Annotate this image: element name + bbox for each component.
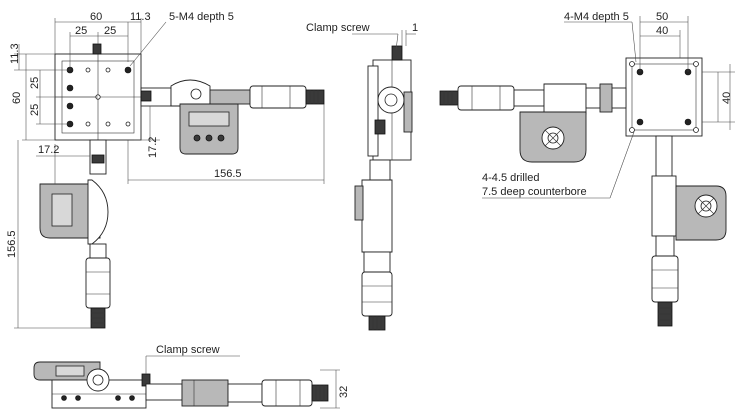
dim-25-left-a: 25 (29, 77, 41, 89)
side-view: Clamp screw 1 (306, 22, 418, 331)
dim-32-bottom: 32 (338, 386, 350, 398)
dimensions-top-view: 60 11.3 25 25 5-M4 depth 5 11.3 60 (6, 11, 325, 329)
dim-50-right: 50 (656, 11, 668, 23)
dim-17-2-left: 17.2 (38, 144, 59, 156)
dim-11-3-left: 11.3 (9, 43, 21, 64)
dim-60-top: 60 (90, 11, 102, 23)
dim-25-top-a: 25 (75, 25, 87, 37)
dim-11-3-top: 11.3 (130, 11, 151, 23)
right-view: 4-M4 depth 5 50 40 40 50 4-4.5 drilled 7… (439, 11, 735, 327)
label-4-4-5-drilled: 4-4.5 drilled (482, 172, 539, 184)
dim-40-vertical: 40 (721, 92, 733, 104)
dim-1-side: 1 (412, 22, 418, 34)
dim-25-left-b: 25 (29, 104, 41, 116)
stage-right (625, 57, 703, 137)
dim-25-top-b: 25 (104, 25, 116, 37)
dim-40-right: 40 (656, 25, 668, 37)
ratchet-thimble-icon (694, 194, 718, 218)
top-view: 60 11.3 25 25 5-M4 depth 5 11.3 60 (6, 11, 325, 329)
micrometer-head-vertical (39, 139, 111, 329)
label-clamp-screw-bottom: Clamp screw (156, 344, 220, 356)
label-7-5-deep-counterbore: 7.5 deep counterbore (482, 186, 587, 198)
label-clamp-screw-side: Clamp screw (306, 22, 370, 34)
dim-156-5-vertical: 156.5 (6, 230, 18, 258)
dim-156-5-horizontal: 156.5 (214, 168, 242, 180)
label-5-m4-depth-5: 5-M4 depth 5 (169, 11, 234, 23)
label-4-m4-depth-5: 4-M4 depth 5 (564, 11, 629, 23)
dim-60-left: 60 (11, 92, 23, 104)
bottom-view: Clamp screw 32 (33, 344, 350, 409)
dim-17-2-right: 17.2 (147, 137, 159, 158)
digital-display (179, 103, 239, 155)
micrometer-head-horizontal (140, 79, 325, 155)
ratchet-thimble-icon (541, 126, 565, 150)
